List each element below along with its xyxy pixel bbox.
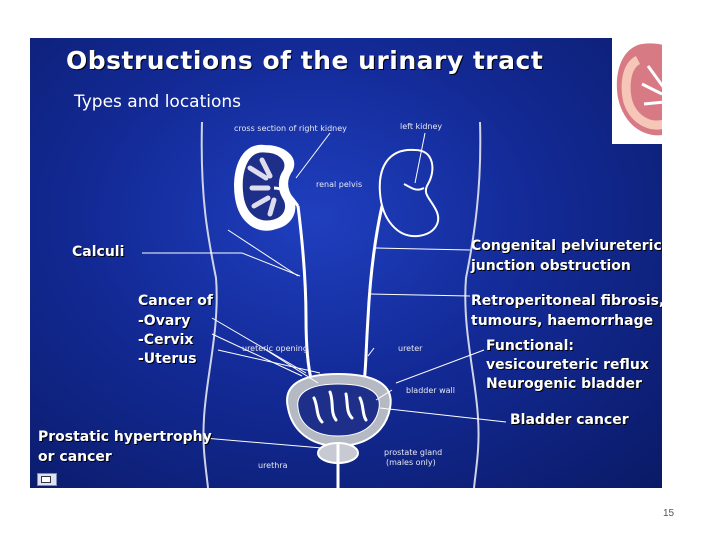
label-bladder-wall: bladder wall: [406, 386, 456, 395]
callout-prostatic-1: Prostatic hypertrophy: [38, 429, 212, 445]
right-ureter: [296, 205, 314, 384]
left-renal-pelvis: [403, 183, 425, 191]
left-ureter: [362, 205, 384, 384]
label-urethra: urethra: [258, 461, 288, 470]
slide: Obstructions of the urinary tract Types …: [30, 38, 662, 488]
callout-retro-1: Retroperitoneal fibrosis,: [471, 293, 662, 309]
callout-cancer-of: Cancer of: [138, 293, 213, 309]
callout-congenital-1: Congenital pelviureteric: [471, 238, 662, 254]
urinary-tract-diagram: [142, 121, 507, 488]
slide-menu-button[interactable]: [37, 473, 57, 486]
bladder: [286, 372, 392, 448]
callout-bladder-cancer: Bladder cancer: [510, 412, 629, 428]
callout-uterus: -Uterus: [138, 351, 197, 367]
callout-congenital-2: junction obstruction: [471, 258, 631, 274]
body-outline-left: [200, 121, 218, 488]
page-number: 15: [663, 508, 675, 519]
body-outline-right: [464, 121, 482, 488]
callout-ovary: -Ovary: [138, 313, 191, 329]
label-renal-pelvis: renal pelvis: [316, 180, 363, 189]
label-cross-section: cross section of right kidney: [234, 124, 347, 133]
label-left-kidney: left kidney: [400, 122, 443, 131]
right-kidney-cross-section: [234, 144, 300, 231]
label-prostate-gland: prostate gland: [384, 448, 443, 457]
slide-title: Obstructions of the urinary tract: [66, 46, 544, 75]
callout-calculi: Calculi: [72, 244, 125, 260]
label-ureter: ureter: [398, 344, 423, 353]
slide-subtitle: Types and locations: [74, 92, 242, 112]
callout-functional-1: Functional:: [486, 338, 575, 354]
slide-window-icon: [41, 476, 51, 483]
kidney-illustration-icon: [612, 38, 662, 144]
left-kidney: [378, 148, 440, 238]
callout-cervix: -Cervix: [138, 332, 194, 348]
callout-prostatic-2: or cancer: [38, 449, 112, 465]
callout-functional-3: Neurogenic bladder: [486, 376, 642, 392]
callout-retro-2: tumours, haemorrhage: [471, 313, 654, 329]
label-ureteric-opening: ureteric opening: [242, 344, 308, 353]
label-males-only: (males only): [386, 458, 436, 467]
callout-functional-2: vesicoureteric reflux: [486, 357, 649, 373]
